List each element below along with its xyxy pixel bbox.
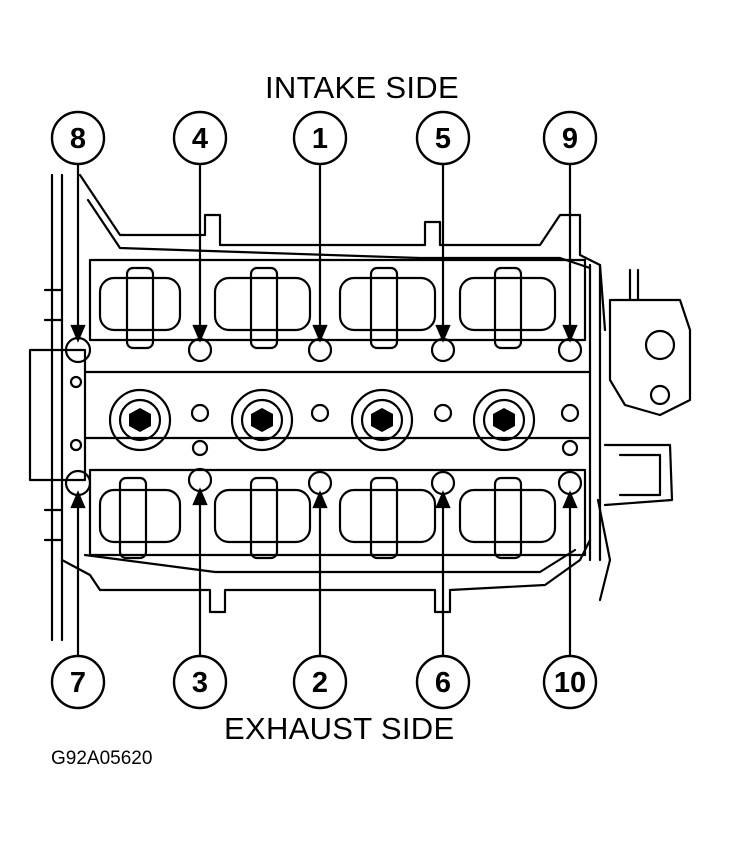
head-top-outline (78, 173, 607, 332)
callout-top-4: 5 (415, 110, 471, 166)
callout-number: 10 (554, 667, 586, 699)
callout-number: 5 (435, 123, 451, 155)
callout-bottom-4: 6 (415, 654, 471, 710)
upper-rockers (125, 266, 523, 350)
right-housing (608, 298, 692, 417)
top-callout-leaders (70, 160, 578, 343)
upper-carrier (88, 258, 587, 342)
exhaust-side-label: EXHAUST SIDE (224, 711, 455, 746)
lower-cam-lobes (98, 488, 557, 544)
callout-top-3: 1 (292, 110, 348, 166)
spark-plug-bosses (108, 388, 536, 452)
callout-number: 4 (192, 123, 208, 155)
callout-number: 9 (562, 123, 578, 155)
callout-bottom-3: 2 (292, 654, 348, 710)
callout-bottom-1: 7 (50, 654, 106, 710)
right-tube (628, 268, 640, 302)
head-bolts-upper (64, 336, 583, 364)
callout-bottom-2: 3 (172, 654, 228, 710)
callout-top-2: 4 (172, 110, 228, 166)
figure-id: G92A05620 (51, 748, 153, 769)
head-right-edge (588, 263, 602, 562)
left-end-plate (28, 348, 87, 482)
intake-side-label: INTAKE SIDE (265, 70, 459, 105)
right-lower-block (596, 498, 612, 602)
top-callouts: 8 4 1 5 9 (50, 110, 598, 166)
callout-number: 6 (435, 667, 451, 699)
upper-cam-lobes (98, 276, 557, 332)
callout-number: 8 (70, 123, 86, 155)
head-bottom-inner (83, 548, 577, 574)
bottom-callout-leaders (70, 487, 578, 658)
spark-plug-hex (129, 408, 515, 432)
lower-rockers (118, 476, 523, 560)
center-fasteners (190, 403, 580, 457)
callout-bottom-5: 10 (542, 654, 598, 710)
callout-number: 1 (312, 123, 328, 155)
callout-number: 3 (192, 667, 208, 699)
lower-carrier (88, 468, 587, 557)
callout-number: 2 (312, 667, 328, 699)
head-left-edge (50, 173, 64, 642)
callout-top-5: 9 (542, 110, 598, 166)
callout-top-1: 8 (50, 110, 106, 166)
callout-number: 7 (70, 667, 86, 699)
coolant-outlet (603, 443, 674, 507)
bottom-callouts: 7 3 2 6 10 (50, 654, 598, 710)
head-bottom-outline (60, 538, 592, 614)
